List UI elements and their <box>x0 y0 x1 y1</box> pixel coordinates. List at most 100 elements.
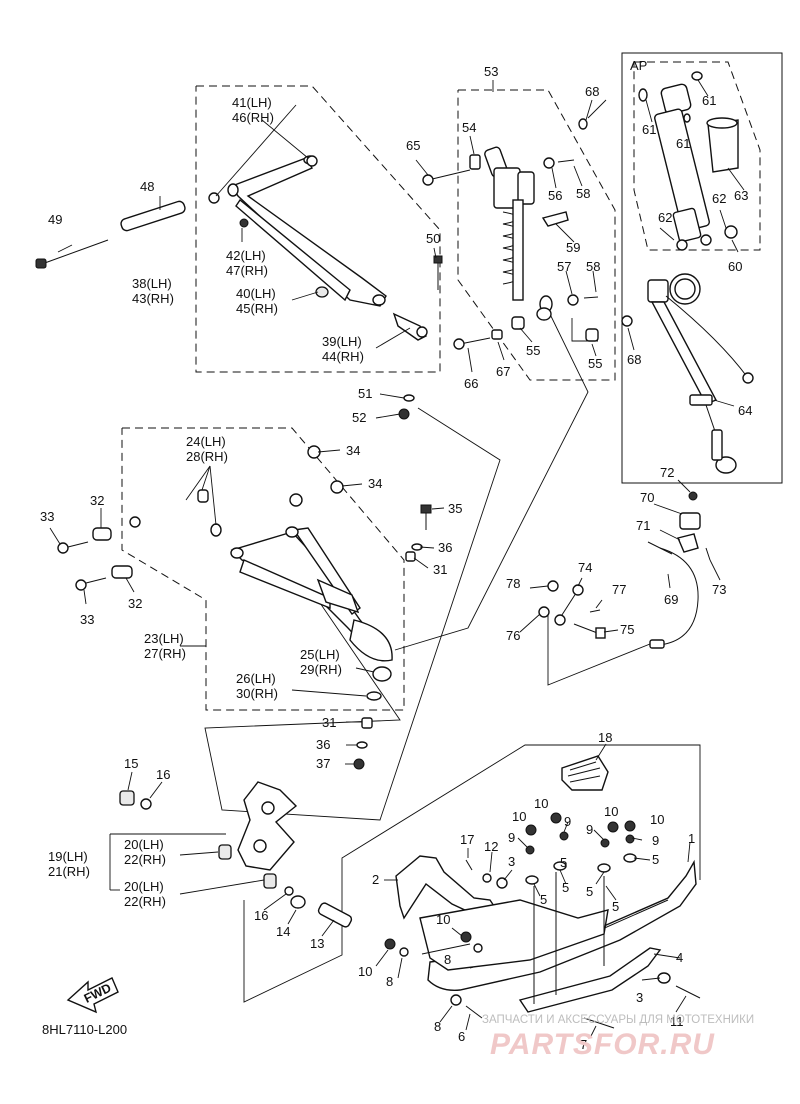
callout-47: 47(RH) <box>226 263 268 278</box>
nut-10f <box>624 820 636 832</box>
bolt-58b <box>583 296 599 299</box>
shock-group-box <box>457 89 616 381</box>
nut-10a <box>384 938 396 950</box>
upper-arm-bolt-49 <box>41 239 109 265</box>
callout-65: 65 <box>406 138 420 153</box>
washer-8a <box>399 947 409 957</box>
callout-57: 57 <box>557 259 571 274</box>
callout-34b: 34 <box>368 476 382 491</box>
callout-7: 7 <box>580 1037 587 1052</box>
bolt-72 <box>688 491 698 501</box>
bushing-67 <box>491 329 503 340</box>
bushing-15 <box>119 790 135 806</box>
callout-8c: 8 <box>434 1019 441 1034</box>
clamp-71 <box>677 533 699 553</box>
callout-8a: 8 <box>444 952 451 967</box>
callout-15: 15 <box>124 756 138 771</box>
callout-64: 64 <box>738 403 752 418</box>
bolt-73 <box>705 547 711 561</box>
bolt-66-head <box>453 338 465 350</box>
bolt-33a-head <box>57 542 69 554</box>
nut-10b <box>460 931 472 943</box>
bolt-75-head <box>595 627 606 639</box>
callout-61a: 61 <box>702 93 716 108</box>
ap-washer-61c <box>683 113 691 123</box>
callout-1: 1 <box>688 831 695 846</box>
bolt-77 <box>589 609 601 613</box>
nut-76 <box>538 606 550 618</box>
callout-54: 54 <box>462 120 476 135</box>
nut-9b <box>559 831 569 841</box>
ap-label: AP <box>630 58 647 73</box>
collar-55b <box>585 328 599 342</box>
ap-washer-61a <box>691 71 703 81</box>
callout-72: 72 <box>660 465 674 480</box>
callout-5c: 5 <box>562 880 569 895</box>
callout-17: 17 <box>460 832 474 847</box>
bushing-32b <box>111 565 133 579</box>
nut-31b <box>361 717 373 729</box>
washer-68a <box>578 118 588 130</box>
callout-35: 35 <box>448 501 462 516</box>
callout-63: 63 <box>734 188 748 203</box>
callout-11: 11 <box>670 1014 684 1029</box>
callout-10b: 10 <box>534 796 548 811</box>
ski-runner-2 <box>395 855 609 971</box>
callout-66: 66 <box>464 376 478 391</box>
washer-36b <box>356 741 368 749</box>
washer-26 <box>366 691 382 701</box>
bushing-20b <box>263 873 277 889</box>
callout-23: 23(LH) <box>144 631 184 646</box>
washer-51 <box>403 394 415 402</box>
watermark-tagline: ЗАПЧАСТИ И АКСЕССУАРЫ ДЛЯ МОТОТЕХНИКИ <box>482 1014 754 1026</box>
washer-56 <box>543 157 555 169</box>
callout-labels: 41(LH) 46(RH) 48 49 42(LH) 47(RH) 38(LH)… <box>40 58 752 1052</box>
lower-a-arm <box>230 526 393 662</box>
callout-29: 29(RH) <box>300 662 342 677</box>
callout-76: 76 <box>506 628 520 643</box>
rod-bracket-line <box>547 612 661 686</box>
ap-group-box <box>621 52 783 484</box>
collar-14 <box>290 895 306 909</box>
diagram-code: 8HL7110-L200 <box>42 1022 127 1037</box>
callout-32a: 32 <box>90 493 104 508</box>
nut-10e <box>607 821 619 833</box>
nut-52 <box>398 408 410 420</box>
callout-71: 71 <box>636 518 650 533</box>
callout-55a: 55 <box>526 343 540 358</box>
callout-30: 30(RH) <box>236 686 278 701</box>
callout-10d: 10 <box>650 812 664 827</box>
callout-14: 14 <box>276 924 290 939</box>
callout-75: 75 <box>620 622 634 637</box>
callout-70: 70 <box>640 490 654 505</box>
nut-31a <box>405 551 416 562</box>
nut-10c <box>525 824 537 836</box>
upper-arm-bushing-48 <box>120 200 186 232</box>
bushing-46 <box>306 155 318 167</box>
callout-51: 51 <box>358 386 372 401</box>
leader-lines <box>49 79 745 1039</box>
callout-69: 69 <box>664 592 678 607</box>
bushing-20a <box>218 844 232 860</box>
collar-55a <box>511 316 525 330</box>
ball-joint-39 <box>392 312 428 341</box>
callout-50: 50 <box>426 231 440 246</box>
callout-16a: 16 <box>156 767 170 782</box>
callout-37: 37 <box>316 756 330 771</box>
callout-10f: 10 <box>358 964 372 979</box>
washer-8c <box>450 994 462 1006</box>
callout-40: 40(LH) <box>236 286 276 301</box>
watermark-site: PARTSFOR.RU <box>490 1028 715 1061</box>
callout-26: 26(LH) <box>236 671 276 686</box>
bolt-65 <box>427 169 471 181</box>
callout-5f: 5 <box>612 899 619 914</box>
callout-39: 39(LH) <box>322 334 362 349</box>
bolt-6 <box>465 1005 483 1019</box>
callout-59: 59 <box>566 240 580 255</box>
shock-absorber <box>484 146 553 321</box>
bolt-65-head <box>422 174 434 186</box>
callout-9c: 9 <box>586 822 593 837</box>
bushing-24 <box>197 489 209 503</box>
washer-16a <box>140 798 152 810</box>
steering-cable-69 <box>647 541 699 649</box>
